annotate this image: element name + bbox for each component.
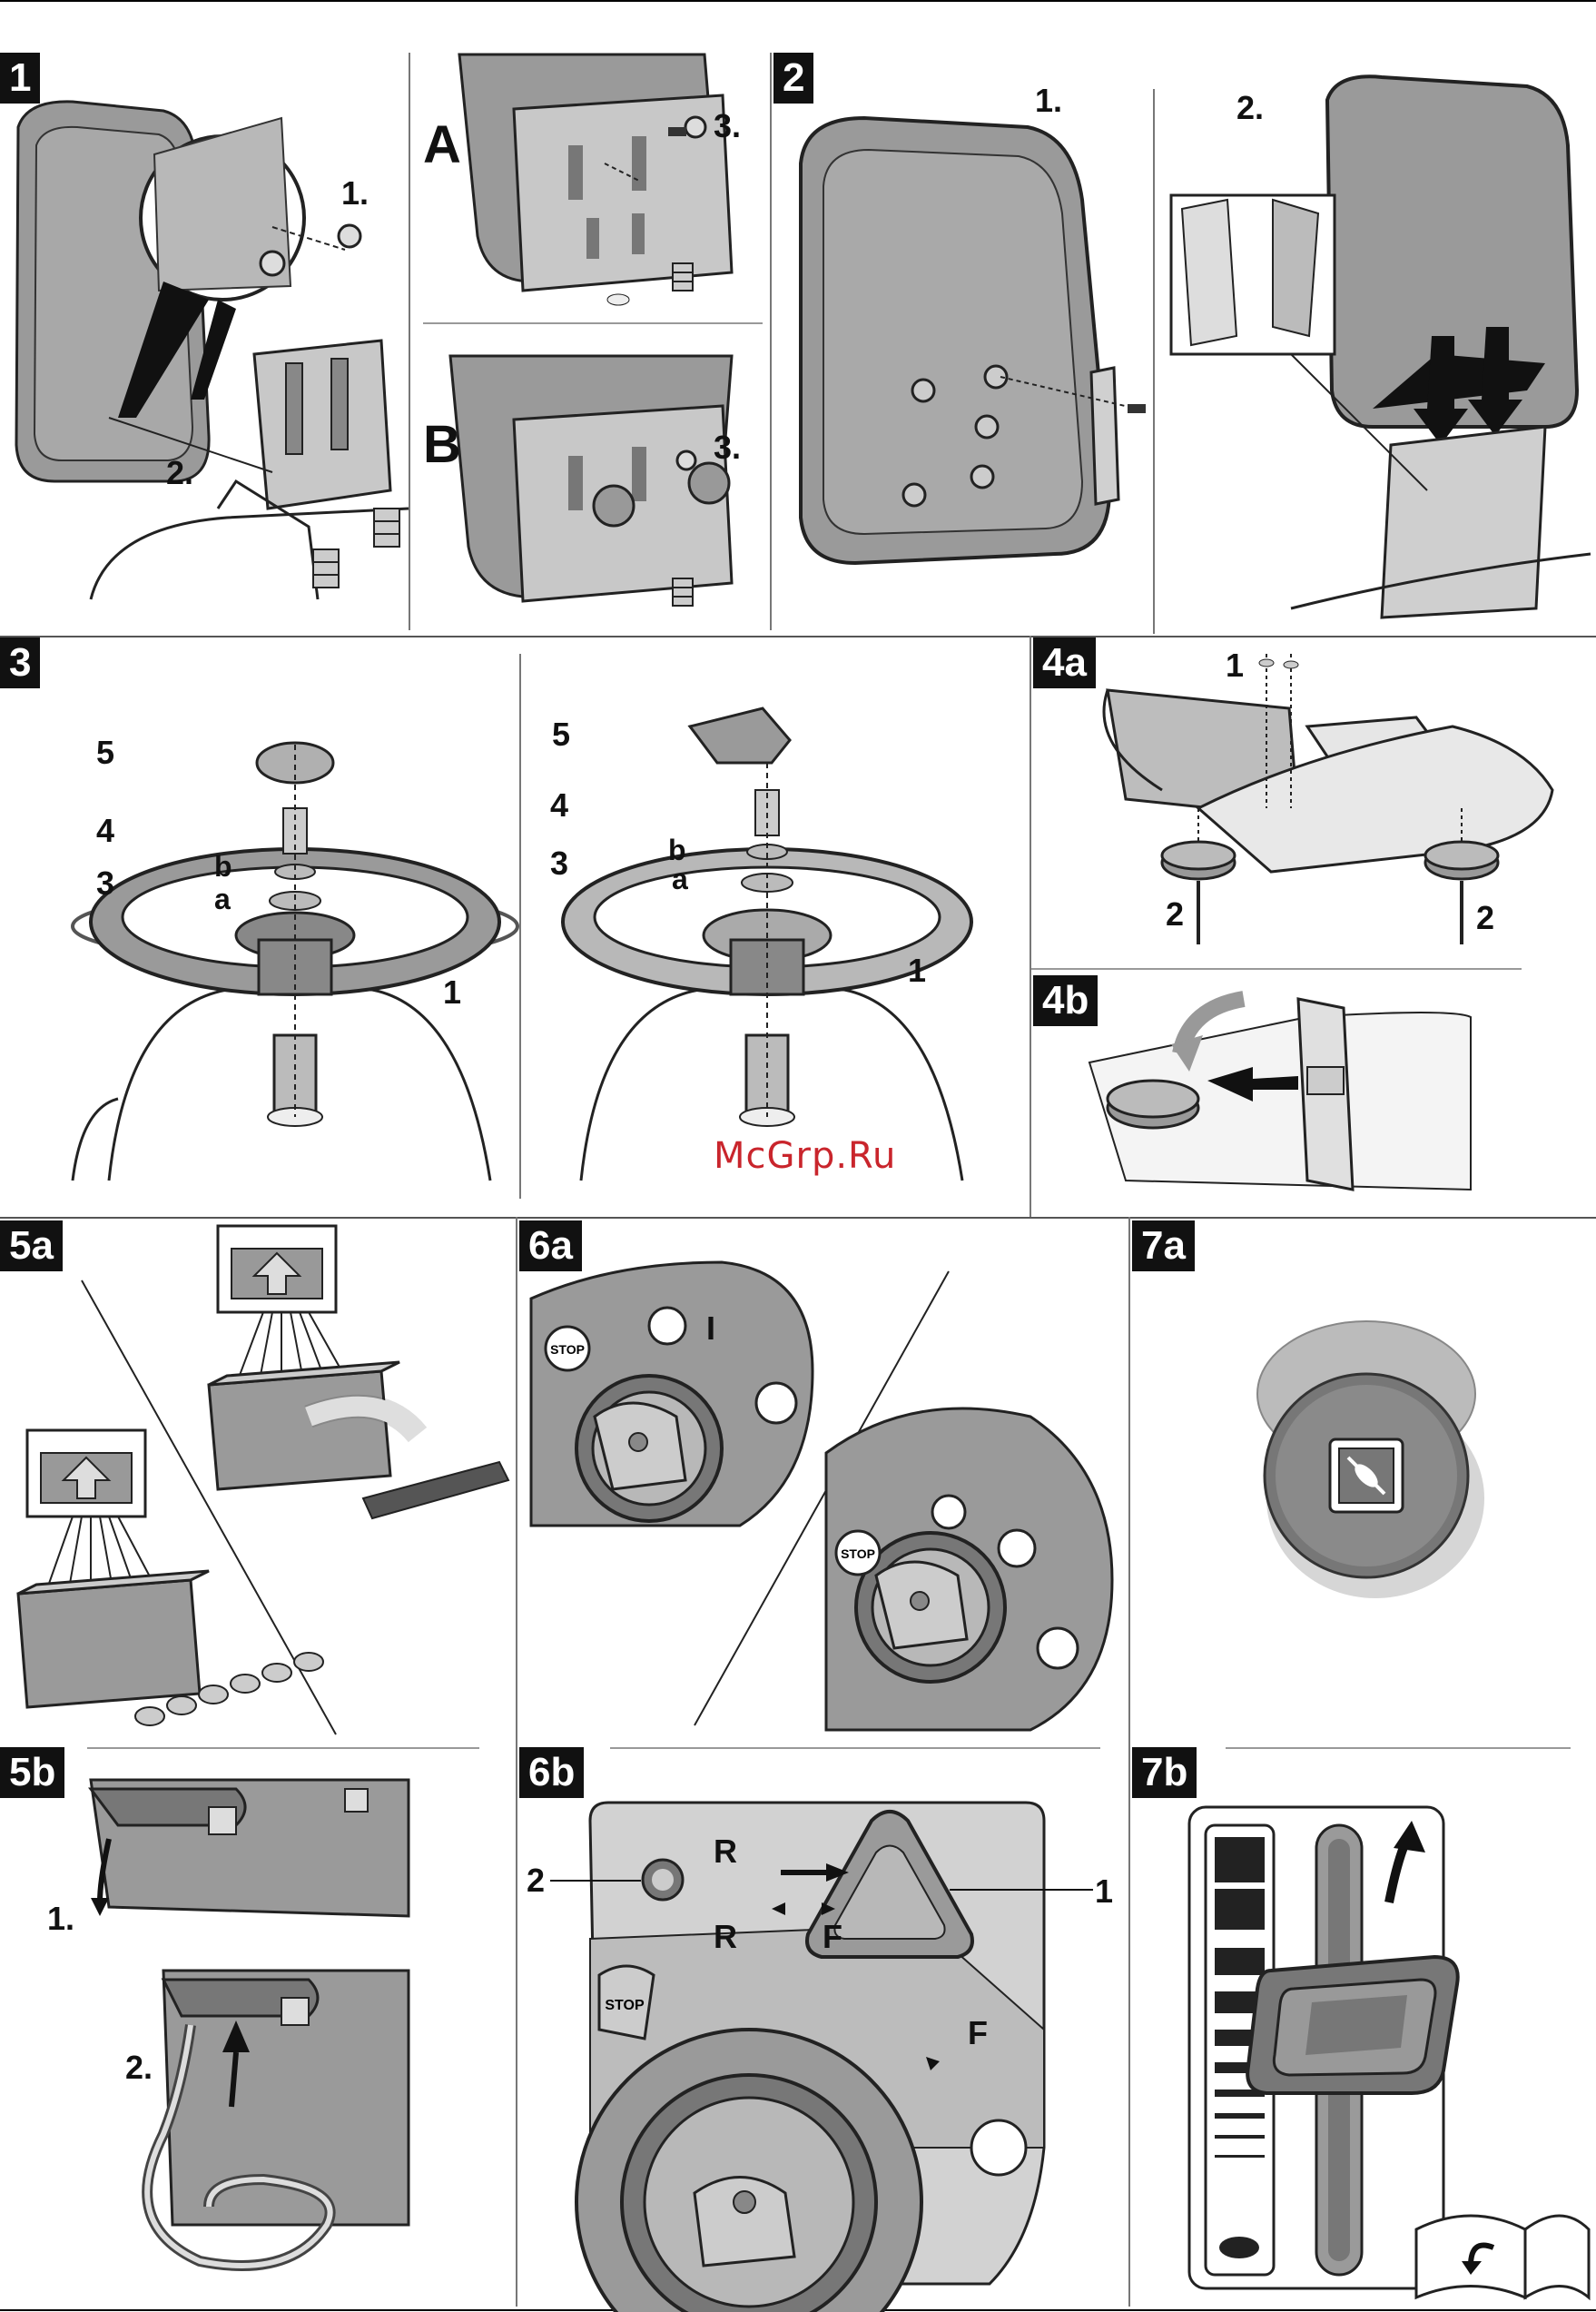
panel-6a-ignition-illustration: STOP STOP xyxy=(522,1217,1121,1744)
panel-5b-step-1: 1. xyxy=(47,1900,74,1938)
panel-3-right-label-1: 1 xyxy=(908,952,926,990)
panel-2-seat-back-illustration xyxy=(783,100,1146,572)
panel-4a-label-1: 1 xyxy=(1226,647,1244,685)
col-divider-6 xyxy=(1128,1217,1130,2307)
col-divider-5 xyxy=(516,1217,517,2307)
panel-1-inset-a-label: A xyxy=(423,114,461,175)
svg-text:STOP: STOP xyxy=(841,1546,875,1561)
svg-text:STOP: STOP xyxy=(550,1342,585,1357)
panel-3-left-label-5: 5 xyxy=(96,734,114,772)
col-divider-2 xyxy=(770,53,772,630)
top-rule xyxy=(0,0,1596,2)
panel-4b-badge: 4b xyxy=(1033,975,1098,1026)
panel-4a-deck-illustration xyxy=(1035,654,1580,963)
panel-3-left-label-b: b xyxy=(214,850,232,884)
panel-7b-throttle-illustration xyxy=(1180,1803,1589,2302)
panel-5b-step-2: 2. xyxy=(125,2049,153,2087)
col-divider-3 xyxy=(519,654,521,1199)
panel-3-steering-wheel-left xyxy=(73,726,508,1199)
row3-sub-divider-a xyxy=(87,1747,479,1749)
panel-7b-badge: 7b xyxy=(1132,1747,1197,1798)
panel-2-mounting-illustration xyxy=(1164,64,1591,627)
panel-1-inset-b-illustration xyxy=(423,356,763,628)
panel-1-seat-illustration xyxy=(0,54,409,636)
panel-6b-callout-1: 1 xyxy=(1095,1872,1113,1911)
row3-sub-divider-c xyxy=(1226,1747,1571,1749)
panel-1-step-1: 1. xyxy=(341,174,369,212)
panel-1-inset-a-step-3: 3. xyxy=(714,107,741,145)
panel-2-badge: 2 xyxy=(773,53,813,104)
panel-3-right-label-a: a xyxy=(672,863,688,896)
row3-sub-divider-b xyxy=(610,1747,1100,1749)
panel-6b-callout-2: 2 xyxy=(527,1862,545,1900)
panel-3-right-label-3: 3 xyxy=(550,845,568,883)
panel-3-left-label-1: 1 xyxy=(443,973,461,1012)
col-divider-2b xyxy=(1153,89,1155,634)
panel-3-steering-wheel-right xyxy=(545,699,999,1199)
panel-1-inset-a-illustration xyxy=(423,54,763,318)
panel-6b-row3-f: F xyxy=(968,2014,988,2052)
panel-6b-row2-f: F xyxy=(823,1918,842,1956)
panel-4b-roller-illustration xyxy=(1089,981,1580,1208)
panel-6b-badge: 6b xyxy=(519,1747,584,1798)
watermark: McGrp.Ru xyxy=(714,1135,896,1177)
panel-6a-run-symbol: I xyxy=(706,1309,715,1348)
panel-6b-row2-r: R xyxy=(714,1918,737,1956)
panel-6b-callout-2-leader xyxy=(550,1880,641,1882)
p4-divider xyxy=(1031,968,1522,970)
svg-text:STOP: STOP xyxy=(605,1998,645,2013)
panel-3-badge: 3 xyxy=(0,637,40,688)
row1-divider xyxy=(0,636,1596,637)
panel-3-left-label-3: 3 xyxy=(96,865,114,903)
panel-1-inset-b-step-3: 3. xyxy=(714,429,741,467)
panel-3-left-label-4: 4 xyxy=(96,812,114,850)
panel-7a-badge: 7a xyxy=(1132,1220,1195,1271)
inset-divider xyxy=(423,322,763,324)
col-divider-4 xyxy=(1030,636,1031,1217)
panel-3-left-label-a: a xyxy=(214,883,231,916)
panel-6b-callout-1-leader xyxy=(950,1889,1093,1891)
panel-5b-battery-vent-illustration xyxy=(54,1753,399,2297)
panel-4a-label-2-right: 2 xyxy=(1476,899,1494,937)
panel-4a-label-2-left: 2 xyxy=(1166,895,1184,934)
panel-6b-row1-r: R xyxy=(714,1833,737,1871)
panel-1-step-2: 2. xyxy=(166,454,193,492)
panel-7a-knob-illustration xyxy=(1253,1317,1489,1607)
col-divider-1 xyxy=(409,53,410,630)
panel-5a-battery-illustration xyxy=(0,1226,513,1744)
panel-1-inset-b-label: B xyxy=(423,414,461,475)
panel-3-right-label-4: 4 xyxy=(550,786,568,825)
panel-3-right-label-5: 5 xyxy=(552,716,570,754)
